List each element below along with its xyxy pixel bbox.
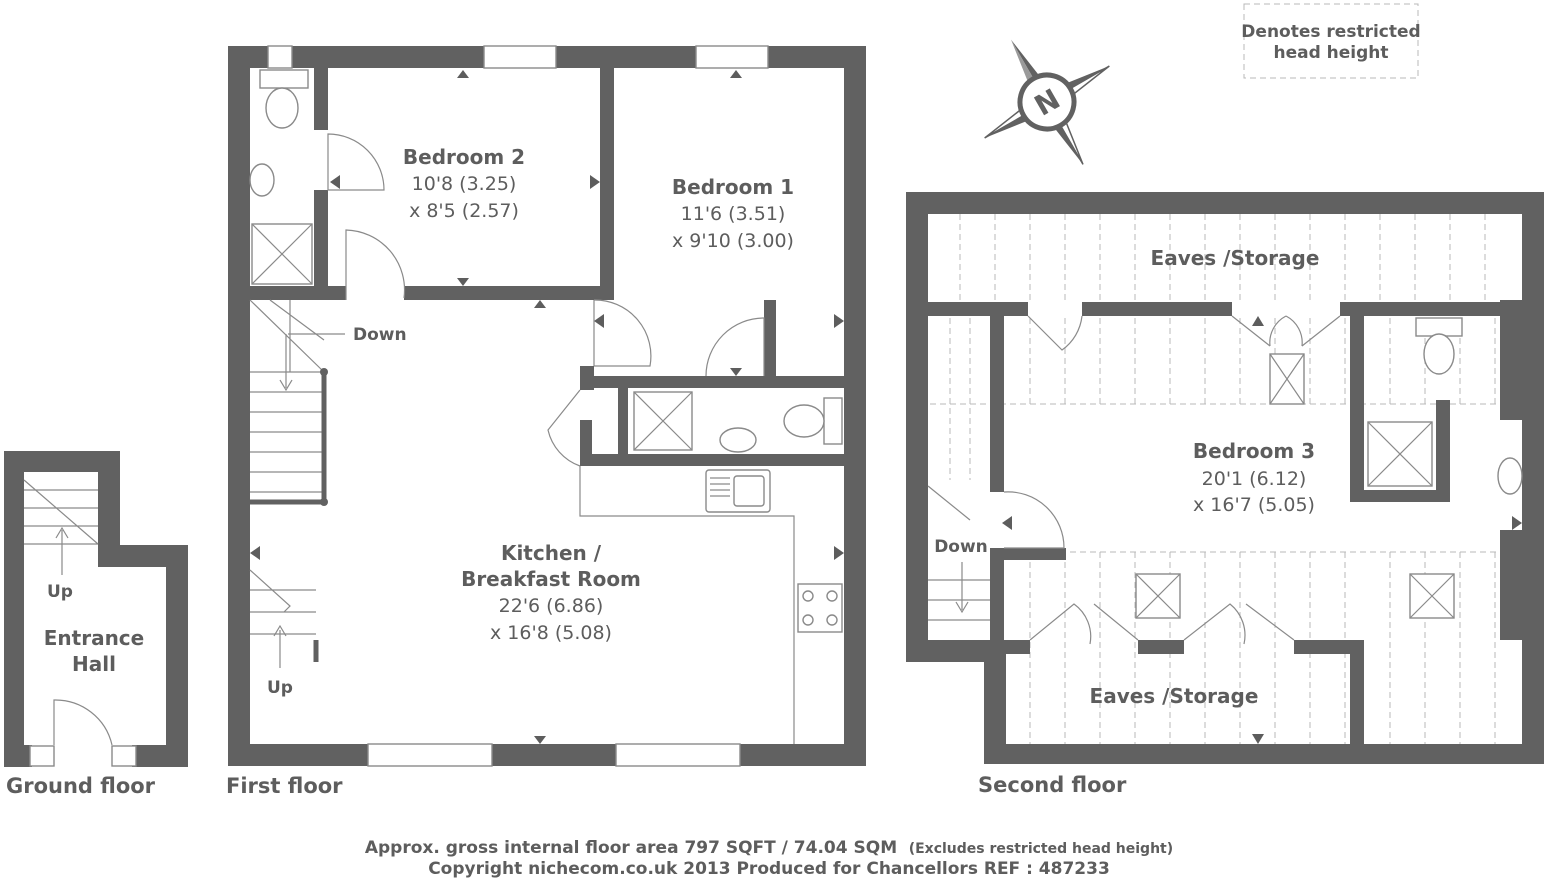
room-entrance-hall-name-2: Hall bbox=[72, 652, 116, 676]
room-bedroom-2-dim-2: x 8'5 (2.57) bbox=[409, 200, 519, 222]
first-stairs-down-label: Down bbox=[353, 325, 407, 345]
room-eaves-storage-top-name: Eaves /Storage bbox=[1151, 246, 1320, 270]
second-floor-plan: Down Eaves /Storage Bedroom 3 20'1 (6.12… bbox=[906, 192, 1544, 764]
ground-stairs-up-label: Up bbox=[47, 582, 73, 602]
compass-rose-icon: N bbox=[984, 39, 1110, 165]
footer-area-line: Approx. gross internal floor area 797 SQ… bbox=[365, 838, 1173, 858]
room-bedroom-1-dim-1: 11'6 (3.51) bbox=[681, 203, 786, 225]
room-bedroom-2-name: Bedroom 2 bbox=[403, 145, 525, 169]
footer-copyright: Copyright nichecom.co.uk 2013 Produced f… bbox=[428, 859, 1110, 879]
footer-area-main: Approx. gross internal floor area 797 SQ… bbox=[365, 838, 897, 858]
legend-line-2: head height bbox=[1273, 43, 1388, 63]
legend-line-1: Denotes restricted bbox=[1241, 22, 1420, 42]
floor-label-second: Second floor bbox=[978, 773, 1127, 797]
floor-label-ground: Ground floor bbox=[6, 774, 156, 798]
legend: Denotes restricted head height bbox=[1241, 3, 1421, 79]
room-bedroom-1-dim-2: x 9'10 (3.00) bbox=[672, 230, 794, 252]
room-kitchen-dim-2: x 16'8 (5.08) bbox=[490, 622, 612, 644]
room-bedroom-3-name: Bedroom 3 bbox=[1193, 439, 1315, 463]
room-bedroom-1-name: Bedroom 1 bbox=[672, 175, 794, 199]
room-kitchen-dim-1: 22'6 (6.86) bbox=[499, 595, 604, 617]
ground-floor-plan: Up Entrance Hall bbox=[4, 451, 188, 768]
room-bedroom-2-dim-1: 10'8 (3.25) bbox=[412, 173, 517, 195]
room-entrance-hall-name-1: Entrance bbox=[44, 626, 144, 650]
first-floor-plan: Down Up Bedroom 2 10'8 (3.25) x 8'5 (2.5… bbox=[228, 45, 866, 767]
footer-area-note: (Excludes restricted head height) bbox=[909, 841, 1173, 857]
room-kitchen-name-1: Kitchen / bbox=[501, 541, 602, 565]
first-stairs-up-label: Up bbox=[267, 678, 293, 698]
room-kitchen-name-2: Breakfast Room bbox=[461, 567, 641, 591]
room-bedroom-3-dim-1: 20'1 (6.12) bbox=[1202, 468, 1307, 490]
legend-box bbox=[1243, 3, 1419, 79]
room-eaves-storage-bottom-name: Eaves /Storage bbox=[1090, 684, 1259, 708]
second-stairs-down-label: Down bbox=[934, 537, 988, 557]
floor-label-first: First floor bbox=[226, 774, 343, 798]
room-bedroom-3-dim-2: x 16'7 (5.05) bbox=[1193, 494, 1315, 516]
